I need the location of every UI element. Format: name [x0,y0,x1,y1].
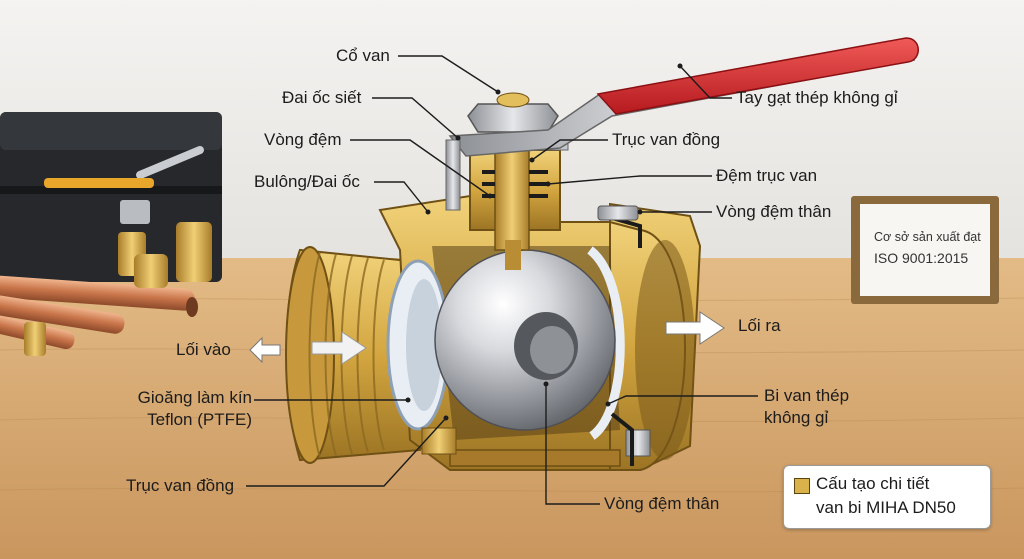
brass-fittings [24,222,212,356]
toolbox [0,112,222,282]
certificate: Cơ sở sản xuất đạt ISO 9001:2015 [860,204,990,300]
label-brass-stem-bottom: Trục van đồng [126,476,235,495]
certificate-line1: Cơ sở sản xuất đạt [874,230,981,244]
flow-arrows [249,311,725,365]
label-handle: Tay gạt thép không gỉ [736,88,898,107]
leader-dots [405,63,683,421]
legend-swatch [794,478,810,494]
legend-line1: Cấu tạo chi tiết [816,474,930,493]
label-washer: Vòng đệm [264,130,342,149]
label-tightening-nut: Đai ốc siết [282,88,362,107]
label-ptfe-seal-line2: Teflon (PTFE) [147,410,252,429]
label-ball-line1: Bi van thép [764,386,850,405]
leader-stem-neck [398,55,499,93]
leader-handle [679,65,732,99]
label-bolt-nut: Bulông/Đai ốc [254,172,360,191]
legend-box: Cấu tạo chi tiết van bi MIHA DN50 [783,465,991,529]
leader-body-ring-bottom [545,384,600,505]
label-brass-stem-top: Trục van đồng [612,130,721,149]
stainless-ball [434,249,616,431]
leader-bolt-nut [374,181,429,213]
leader-tightening-nut [372,97,459,139]
red-handle [445,37,919,211]
certificate-frame [851,196,999,304]
leader-lines [246,55,758,505]
certificate-line2: ISO 9001:2015 [874,250,969,266]
leader-brass-stem-top [531,139,608,161]
leader-stem-seal [547,175,712,185]
leader-washer [350,139,491,197]
label-stem-neck: Cổ van [336,46,390,65]
leader-ball [607,395,758,405]
label-ball-line2: không gỉ [764,408,829,427]
legend-line2: van bi MIHA DN50 [816,498,956,517]
label-body-ring-bottom: Vòng đệm thân [604,494,720,513]
leader-brass-stem-bottom [246,417,447,487]
label-stem-seal: Đệm trục van [716,166,818,185]
label-body-ring-top: Vòng đệm thân [716,202,832,221]
label-inlet: Lối vào [176,340,231,359]
label-outlet: Lối ra [738,316,781,335]
label-ptfe-seal-line1: Gioăng làm kín [137,388,252,407]
